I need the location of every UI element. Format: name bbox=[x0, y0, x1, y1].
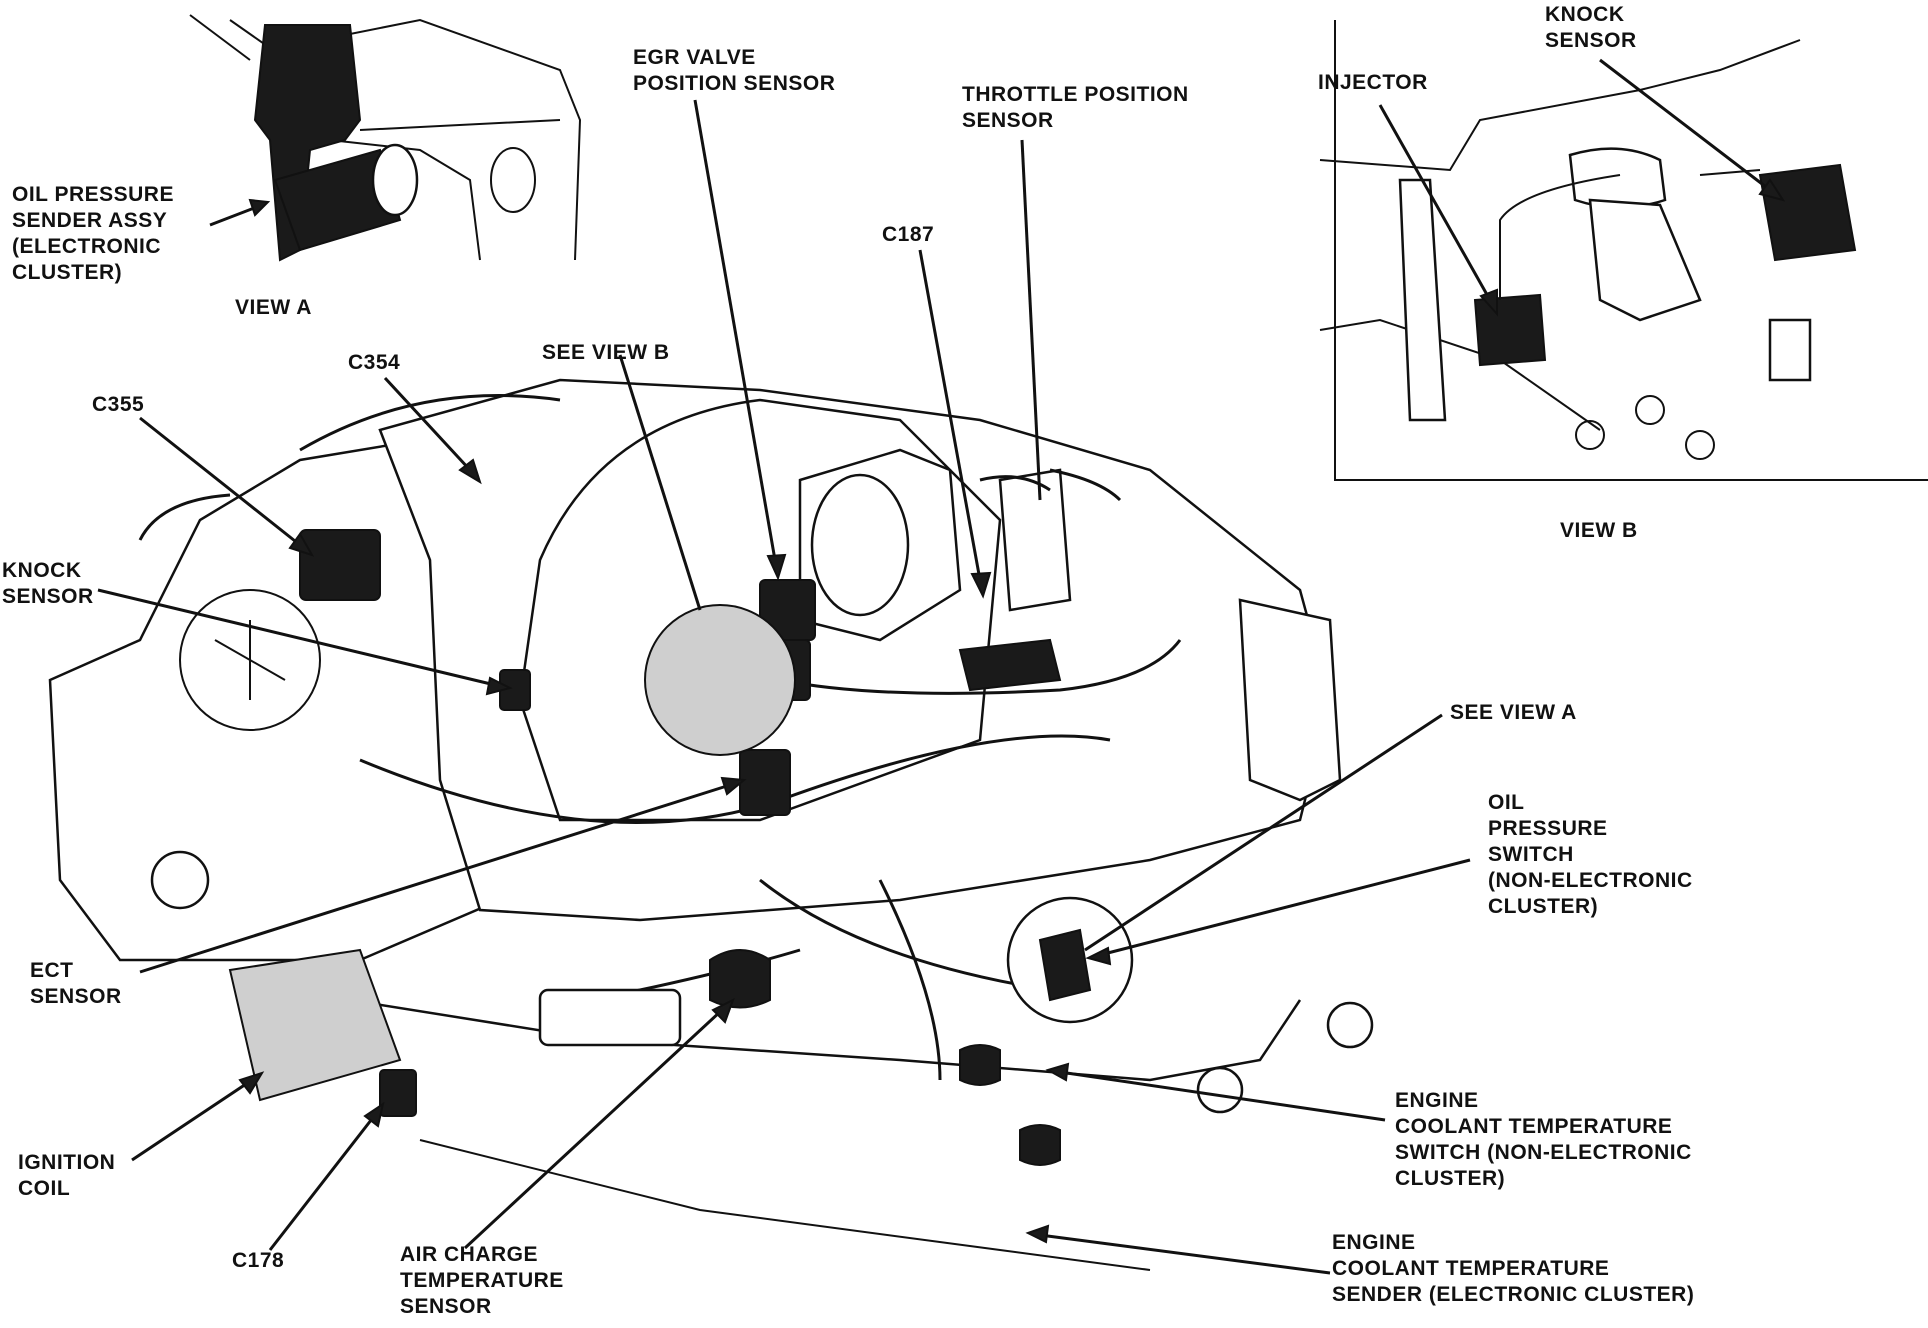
label-air-charge-temperature-sensor: AIR CHARGE TEMPERATURE SENSOR bbox=[400, 1243, 564, 1318]
label-ignition-coil: IGNITION COIL bbox=[18, 1151, 116, 1200]
label-ect-sensor: ECT SENSOR bbox=[30, 959, 122, 1008]
label-c178: C178 bbox=[232, 1249, 285, 1272]
engine-assembly bbox=[48, 378, 1374, 1271]
label-engine-coolant-temperature-sender: ENGINE COOLANT TEMPERATURE SENDER (ELECT… bbox=[1332, 1231, 1695, 1306]
view-b-callout-circle bbox=[644, 604, 796, 756]
label-egr-valve-position-sensor: EGR VALVE POSITION SENSOR bbox=[633, 46, 836, 95]
label-knock-sensor: KNOCK SENSOR bbox=[2, 559, 94, 608]
label-oil-pressure-switch: OIL PRESSURE SWITCH (NON-ELECTRONIC CLUS… bbox=[1488, 791, 1693, 918]
label-view-b: VIEW B bbox=[1560, 519, 1638, 542]
label-c355: C355 bbox=[92, 393, 145, 416]
label-throttle-position-sensor: THROTTLE POSITION SENSOR bbox=[962, 83, 1189, 132]
label-injector: INJECTOR bbox=[1318, 71, 1428, 94]
label-engine-coolant-temperature-switch: ENGINE COOLANT TEMPERATURE SWITCH (NON-E… bbox=[1395, 1089, 1692, 1190]
view-b-inset bbox=[1319, 20, 1928, 481]
label-knock-sensor-view-b: KNOCK SENSOR bbox=[1545, 3, 1637, 52]
label-see-view-a: SEE VIEW A bbox=[1450, 701, 1577, 724]
label-c187: C187 bbox=[882, 223, 935, 246]
label-view-a: VIEW A bbox=[235, 296, 312, 319]
label-see-view-b: SEE VIEW B bbox=[542, 341, 670, 364]
leader-lines bbox=[97, 58, 1786, 1275]
view-a-inset bbox=[189, 14, 582, 262]
label-oil-pressure-sender: OIL PRESSURE SENDER ASSY (ELECTRONIC CLU… bbox=[12, 183, 174, 284]
label-c354: C354 bbox=[348, 351, 401, 374]
